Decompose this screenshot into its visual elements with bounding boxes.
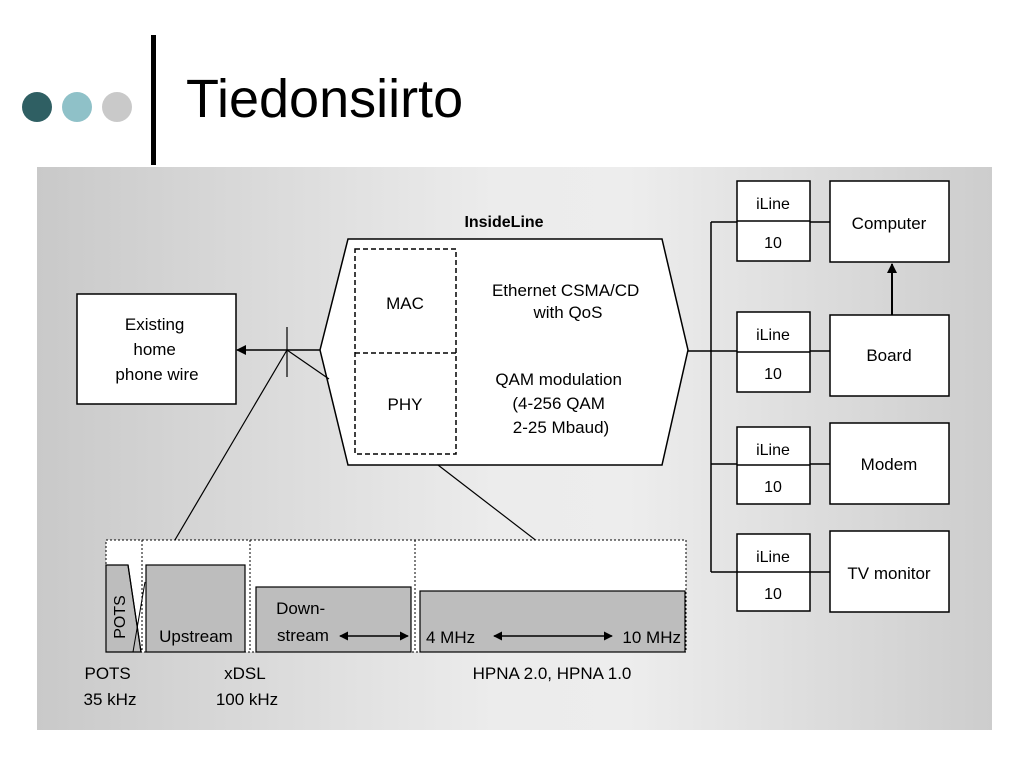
bullet-dot-gray [102, 92, 132, 122]
xdsl-axis-label: xDSL 100 kHz [216, 664, 278, 709]
iline-number: 10 [764, 586, 782, 603]
iline-number: 10 [764, 479, 782, 496]
device-box-computer [829, 180, 950, 263]
downstream-band [255, 586, 412, 653]
iline-number: 10 [764, 366, 782, 383]
hpna-band [419, 590, 686, 653]
device-row-computer: iLine 10 Computer [711, 180, 950, 263]
iline-label: iLine [756, 327, 790, 344]
phy-label: PHY [388, 395, 423, 414]
hexagon-lower-link [286, 349, 330, 380]
hpna-low-label: 4 MHz [426, 628, 475, 647]
bullet-dot-dark [22, 92, 52, 122]
slide-title: Tiedonsiirto [186, 69, 464, 129]
pots-band-label: POTS [112, 595, 129, 639]
mac-phy-box [354, 248, 457, 455]
phy-description: QAM modulation (4-256 QAM 2-25 Mbaud) [495, 370, 626, 437]
insideline-label: InsideLine [464, 214, 543, 231]
mac-description: Ethernet CSMA/CD with QoS [492, 281, 644, 322]
pots-slope [132, 581, 146, 653]
iline-number: 10 [764, 235, 782, 252]
iline-label: iLine [756, 442, 790, 459]
diagram-canvas: InsideLine MAC PHY Ethernet CSMA/CD with… [76, 180, 950, 709]
device-box-modem [829, 422, 950, 505]
device-box-board [829, 314, 950, 397]
mac-label: MAC [386, 294, 424, 313]
upstream-link-line [158, 349, 288, 568]
hpna-axis-label: HPNA 2.0, HPNA 1.0 [473, 664, 632, 683]
insideline-hexagon [319, 238, 689, 466]
upstream-label: Upstream [159, 627, 233, 646]
device-label-modem: Modem [861, 455, 918, 474]
device-label-tv-monitor: TV monitor [847, 564, 930, 583]
title-divider [151, 35, 156, 165]
iline-label: iLine [756, 549, 790, 566]
phone-wire-box [76, 293, 237, 405]
device-row-modem: iLine 10 Modem [711, 422, 950, 505]
insideline-diagram: InsideLine MAC PHY Ethernet CSMA/CD with… [37, 167, 992, 730]
downstream-label: Down- stream [276, 599, 330, 645]
hpna-high-label: 10 MHz [622, 628, 681, 647]
pots-axis-label: POTS 35 kHz [84, 664, 137, 709]
upstream-band [145, 564, 246, 653]
device-row-tv-monitor: iLine 10 TV monitor [711, 530, 950, 613]
device-label-board: Board [866, 346, 911, 365]
phone-wire-label: Existing home phone wire [115, 315, 198, 384]
bullet-dot-teal [62, 92, 92, 122]
iline-label: iLine [756, 196, 790, 213]
device-box-tv-monitor [829, 530, 950, 613]
device-row-board: iLine 10 Board [711, 311, 950, 397]
device-label-computer: Computer [852, 214, 927, 233]
